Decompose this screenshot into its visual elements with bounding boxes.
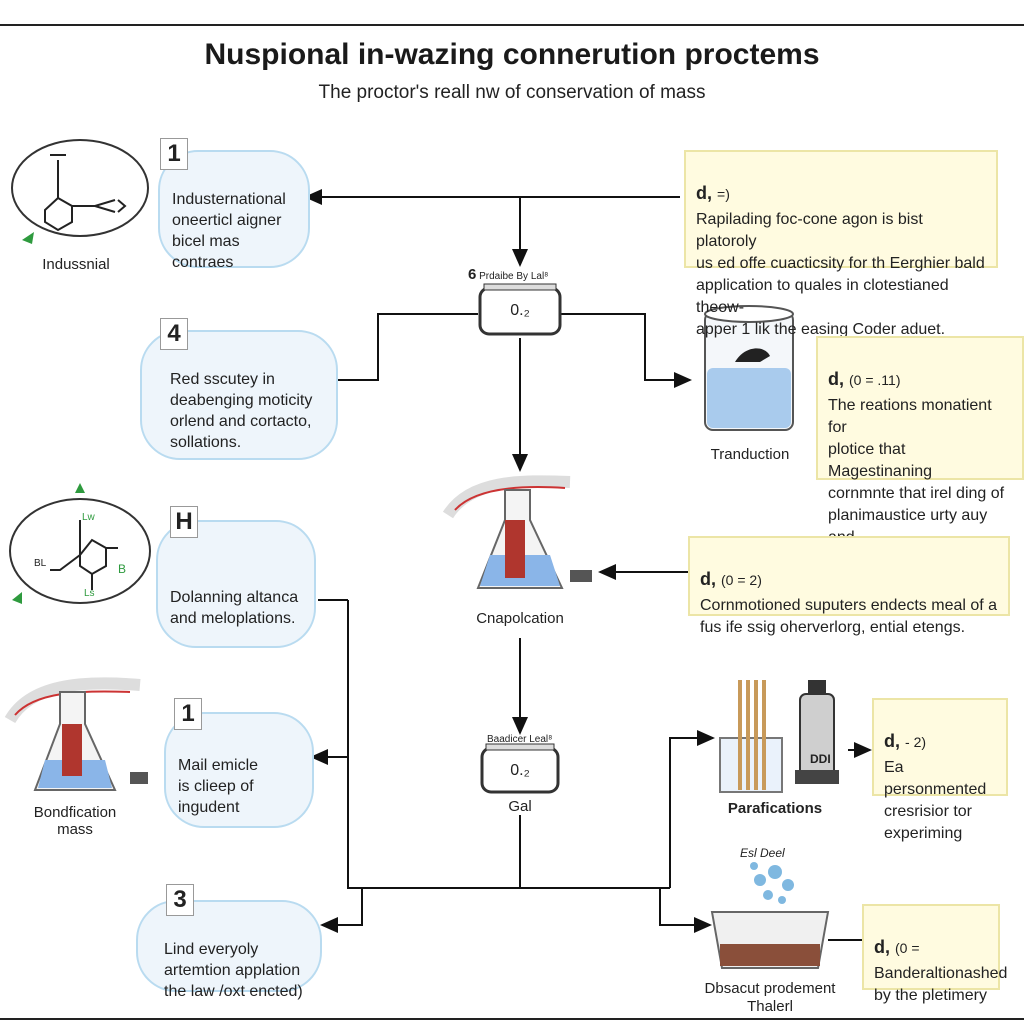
flask-center-illustration bbox=[442, 475, 592, 589]
step-1b-number: 1 bbox=[174, 698, 202, 730]
molecule-label-b: B bbox=[118, 562, 127, 576]
frame bbox=[0, 24, 1024, 1020]
dbsacut-label: Dbsacut prodement Thalerl bbox=[704, 980, 836, 1015]
arrow-to-parafications bbox=[669, 730, 715, 888]
note-5-heading: d, (0 = bbox=[874, 937, 920, 957]
link-scale1-step4 bbox=[336, 313, 478, 381]
page-title: Nuspional in-wazing connerution proctems bbox=[204, 38, 820, 71]
bottom-bus bbox=[347, 600, 670, 889]
note-4: d, - 2) Ea personmented cresrisior tor ex… bbox=[872, 698, 1008, 842]
step-1b-text: Mail emicle is clieep of ingudent bbox=[178, 757, 259, 816]
arrow-scale1-transduction bbox=[560, 313, 692, 388]
step-3-text: Lind everyoly artemtion applation the la… bbox=[164, 941, 303, 1000]
page-subtitle: The proctor's reall nw of conservation o… bbox=[318, 82, 706, 103]
step-4-number: 4 bbox=[160, 318, 188, 350]
molecule-2-illustration bbox=[9, 483, 151, 604]
scale-1-value: 0.₂ bbox=[510, 302, 530, 319]
scale-2-illustration bbox=[480, 743, 560, 794]
note-2-heading: d, (0 = .11) bbox=[828, 369, 901, 389]
step-1-text: Industernational oneerticl aigner bicel … bbox=[172, 191, 286, 271]
molecule-label-bl: BL bbox=[34, 558, 47, 569]
note-3-heading: d, (0 = 2) bbox=[700, 569, 762, 589]
burst-label: Esl Deel bbox=[740, 846, 785, 860]
transduction-label: Tranduction bbox=[710, 446, 790, 463]
step-h-text: Dolanning altanca and meloplations. bbox=[170, 589, 299, 627]
note-4-text: Ea personmented cresrisior tor experimin… bbox=[884, 759, 987, 842]
molecule-label-ls: Ls bbox=[84, 588, 95, 599]
note-4-heading: d, - 2) bbox=[884, 731, 927, 751]
industrial-label: Indussnial bbox=[42, 256, 110, 273]
step-h-bubble: Dolanning altanca and meloplations. bbox=[156, 520, 316, 648]
note-1-heading: d, =) bbox=[696, 183, 730, 203]
gal-label: Gal bbox=[508, 798, 532, 815]
scale-2-header: Baadicer Leal⁸ bbox=[487, 734, 553, 745]
arrow-to-step3 bbox=[320, 888, 363, 933]
parafications-label: Parafications bbox=[727, 800, 823, 817]
scale-2-value: 0.₂ bbox=[510, 762, 530, 779]
parafications-illustration bbox=[719, 680, 839, 793]
note-3-text: Cornmotioned suputers endects meal of a … bbox=[700, 597, 998, 636]
note-5-text: Banderaltionashed by the pletimery bbox=[874, 965, 1008, 1004]
note-1: d, =) Rapilading foc-cone agon is bist pl… bbox=[684, 150, 998, 338]
note-2: d, (0 = .11)The reations monatient for p… bbox=[816, 336, 1024, 568]
step-3-number: 3 bbox=[166, 884, 194, 916]
scale-1-illustration bbox=[478, 283, 562, 336]
step-1-number: 1 bbox=[160, 138, 188, 170]
bondfication-label: Bondfication mass bbox=[33, 804, 117, 838]
step-1b-bubble: Mail emicle is clieep of ingudent bbox=[164, 712, 314, 828]
device-label: DDI bbox=[810, 752, 831, 766]
dbsacut-bowl-illustration bbox=[710, 862, 830, 969]
flask-left-illustration bbox=[4, 677, 148, 791]
evaporation-label: Cnapolcation bbox=[476, 610, 564, 627]
step-3-bubble: Lind everyoly artemtion applation the la… bbox=[136, 900, 322, 1000]
scale-1-header: 6 Prdaibe By Lal⁸ bbox=[468, 266, 549, 283]
beaker-transduction-illustration bbox=[704, 305, 794, 431]
note-5: d, (0 = Banderaltionashed by the pletimer… bbox=[862, 904, 1007, 1004]
arrow-to-dbsacut bbox=[659, 888, 712, 933]
note-3: d, (0 = 2) Cornmotioned suputers endects … bbox=[688, 536, 1010, 636]
molecule-1-illustration bbox=[11, 139, 149, 244]
molecule-label-lw: Lw bbox=[82, 512, 95, 523]
step-h-number: H bbox=[170, 506, 198, 538]
note-1-text: Rapilading foc-cone agon is bist platoro… bbox=[696, 211, 985, 338]
step-4-bubble: Red sscutey in deabenging moticity orlen… bbox=[140, 330, 338, 460]
step-4-text: Red sscutey in deabenging moticity orlen… bbox=[170, 371, 313, 451]
